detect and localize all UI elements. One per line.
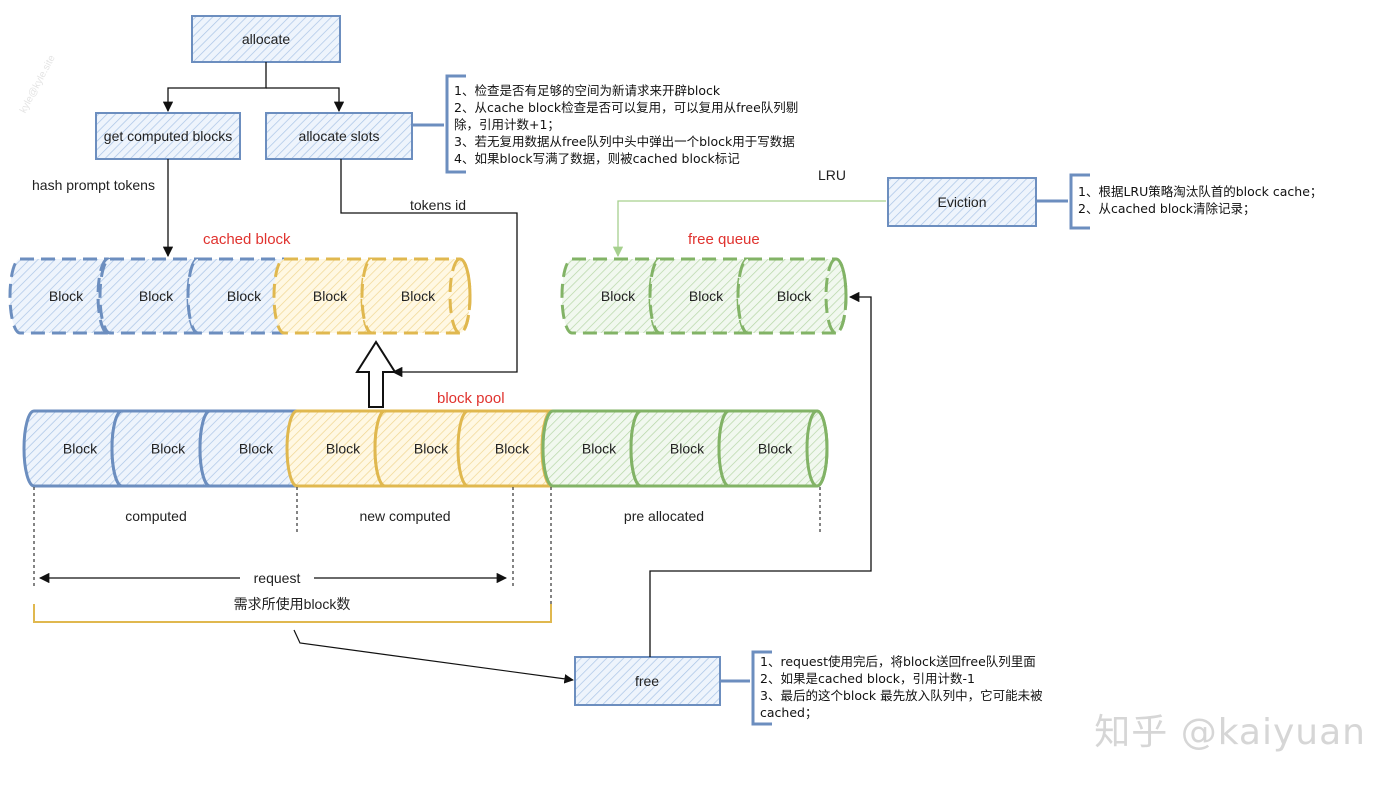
- block-label: Block: [239, 441, 274, 457]
- request-span: request: [38, 570, 508, 586]
- eviction-note-line: 1、根据LRU策略淘汰队首的block cache；: [1078, 184, 1323, 199]
- free-note-line: cached；: [760, 705, 818, 720]
- cached-block-title: cached block: [203, 231, 291, 248]
- block-label: Block: [63, 441, 98, 457]
- request-label: request: [254, 570, 301, 586]
- pre-allocated-segment-label: pre allocated: [624, 508, 704, 524]
- block-cylinder: Block: [360, 257, 472, 335]
- allocate-note-line: 3、若无复用数据从free队列中头中弹出一个block用于写数据: [454, 134, 795, 149]
- free-note-line: 2、如果是cached block，引用计数-1: [760, 671, 976, 686]
- block-pool-title: block pool: [437, 390, 505, 407]
- get-computed-blocks-label: get computed blocks: [104, 128, 232, 144]
- block-label: Block: [139, 288, 174, 304]
- block-label: Block: [495, 441, 530, 457]
- free-note: 1、request使用完后，将block送回free队列里面 2、如果是cach…: [760, 653, 1043, 721]
- block-cylinder: Block: [717, 409, 829, 488]
- eviction-note: 1、根据LRU策略淘汰队首的block cache； 2、从cached blo…: [1078, 183, 1322, 217]
- computed-segment-label: computed: [125, 508, 186, 524]
- block-label: Block: [670, 441, 705, 457]
- block-label: Block: [326, 441, 361, 457]
- hash-prompt-label: hash prompt tokens: [32, 177, 155, 193]
- block-label: Block: [151, 441, 186, 457]
- block-label: Block: [758, 441, 793, 457]
- zhihu-watermark: 知乎 @kaiyuan: [1094, 712, 1366, 753]
- new-computed-segment-label: new computed: [359, 508, 450, 524]
- block-cylinder: Block: [736, 257, 848, 335]
- eviction-lru-arrow: [612, 200, 886, 258]
- allocate-note: 1、检查是否有足够的空间为新请求来开辟block 2、从cache block检…: [454, 82, 798, 167]
- block-label: Block: [414, 441, 449, 457]
- block-label: Block: [582, 441, 617, 457]
- allocate-slots-node: allocate slots: [265, 112, 413, 160]
- segment-dividers: [33, 487, 821, 610]
- block-label: Block: [313, 288, 348, 304]
- cache-promotion-arrow: [355, 340, 397, 408]
- free-return-arrow: [649, 291, 872, 657]
- block-label: Block: [227, 288, 262, 304]
- free-note-line: 3、最后的这个block 最先放入队列中，它可能未被: [760, 688, 1043, 703]
- block-label: Block: [401, 288, 436, 304]
- free-label: free: [635, 673, 659, 689]
- eviction-node: Eviction: [887, 177, 1037, 227]
- allocate-branch-connector: [162, 62, 345, 113]
- tokens-id-arrow: [340, 159, 518, 378]
- block-count-label: 需求所使用block数: [234, 596, 351, 612]
- block-label: Block: [601, 288, 636, 304]
- block-label: Block: [49, 288, 84, 304]
- allocate-note-line: 除，引用计数+1；: [454, 117, 560, 132]
- eviction-note-line: 2、从cached block清除记录；: [1078, 201, 1256, 216]
- get-computed-blocks-node: get computed blocks: [95, 112, 241, 160]
- allocate-node: allocate: [191, 15, 341, 63]
- allocate-label: allocate: [242, 31, 290, 47]
- bracket-to-free-arrow: [293, 629, 574, 684]
- free-node: free: [574, 656, 721, 706]
- eviction-label: Eviction: [937, 194, 986, 210]
- allocate-note-line: 1、检查是否有足够的空间为新请求来开辟block: [454, 83, 721, 98]
- free-queue-title: free queue: [688, 231, 760, 248]
- block-count-bracket: 需求所使用block数: [33, 596, 552, 623]
- lru-label: LRU: [818, 167, 846, 183]
- free-note-line: 1、request使用完后，将block送回free队列里面: [760, 654, 1036, 669]
- allocate-slots-label: allocate slots: [299, 128, 380, 144]
- tokens-id-label: tokens id: [410, 197, 466, 213]
- block-label: Block: [689, 288, 724, 304]
- allocate-note-line: 2、从cache block检查是否可以复用，可以复用从free队列剔: [454, 100, 799, 115]
- block-label: Block: [777, 288, 812, 304]
- note-connectors: [413, 74, 1090, 726]
- block-pool-row: Block Block Block Block Block Block Block Block…: [22, 409, 829, 488]
- free-queue-row: Block Block Block: [560, 257, 848, 335]
- allocate-note-line: 4、如果block写满了数据，则被cached block标记: [454, 151, 740, 166]
- cached-block-row: Block Block Block Block Block: [8, 257, 472, 335]
